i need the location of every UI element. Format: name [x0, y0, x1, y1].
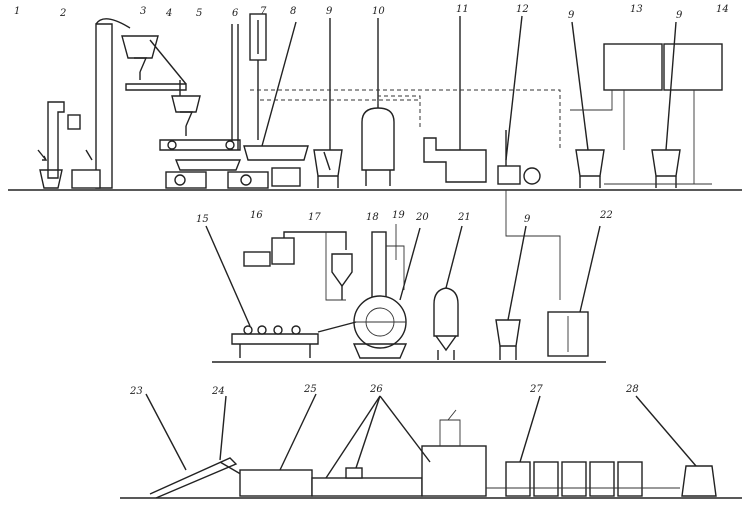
label-23: 23 — [129, 386, 143, 397]
label-12: 12 — [516, 4, 529, 15]
equipment-9b-kettle — [571, 21, 605, 188]
row-2-piping — [325, 232, 346, 301]
label-20: 20 — [415, 212, 429, 223]
label-1: 1 — [14, 6, 20, 17]
label-22: 22 — [599, 210, 613, 221]
equipment-23-inclined-conveyor — [145, 393, 238, 499]
equipment-25-washer — [239, 393, 317, 497]
row-1-equipment — [8, 13, 742, 300]
equipment-28-end-unit — [635, 395, 717, 497]
equipment-9c-kettle — [651, 21, 681, 188]
label-14: 14 — [716, 4, 729, 15]
equipment-15-sorting-table — [205, 225, 319, 358]
label-10: 10 — [372, 6, 385, 17]
equipment-20-rotary-drum — [352, 227, 421, 359]
equipment-24-loader — [219, 395, 245, 477]
label-11: 11 — [456, 4, 469, 15]
label-6: 6 — [232, 8, 239, 19]
label-21: 21 — [457, 212, 471, 223]
label-9d: 9 — [524, 214, 531, 225]
callout-labels: 1 2 3 4 5 6 7 8 9 10 11 12 9 13 9 14 15 … — [14, 4, 729, 397]
label-24: 24 — [211, 386, 225, 397]
label-3: 3 — [140, 6, 146, 17]
label-9b: 9 — [568, 10, 575, 21]
equipment-1-intake — [37, 101, 65, 189]
label-8: 8 — [290, 6, 296, 17]
label-25: 25 — [303, 384, 317, 395]
equipment-5-dispenser — [171, 80, 201, 136]
equipment-21-tank — [433, 225, 463, 360]
equipment-9a-kettle — [313, 18, 343, 188]
equipment-2-elevator — [67, 18, 131, 189]
label-2: 2 — [59, 8, 66, 19]
equipment-6-feeder — [159, 24, 269, 189]
label-13: 13 — [630, 4, 643, 15]
equipment-16-drive — [243, 231, 347, 267]
label-18: 18 — [366, 212, 379, 223]
row-3-equipment — [120, 393, 742, 499]
equipment-8-mixer — [243, 21, 309, 187]
equipment-17-cyclone — [331, 253, 353, 300]
label-5: 5 — [196, 8, 202, 19]
equipment-7-control-box — [249, 13, 267, 140]
equipment-26-line — [311, 395, 487, 497]
equipment-10-tank — [361, 18, 421, 186]
label-27: 27 — [529, 384, 543, 395]
label-9a: 9 — [326, 6, 333, 17]
row-2-equipment — [205, 224, 606, 363]
equipment-3-hopper — [121, 35, 159, 80]
label-26: 26 — [369, 384, 383, 395]
equipment-9d-kettle — [495, 225, 527, 360]
equipment-22-cabinet — [547, 225, 601, 357]
label-4: 4 — [165, 8, 172, 19]
row-2-belt — [317, 321, 357, 333]
equipment-18-column — [371, 231, 405, 299]
equipment-14-overhead-tank — [663, 43, 723, 91]
equipment-4-screw-conveyor — [125, 39, 187, 91]
label-17: 17 — [308, 212, 321, 223]
label-9c: 9 — [676, 10, 683, 21]
equipment-12-pump — [497, 15, 541, 185]
label-15: 15 — [196, 214, 209, 225]
row-1-piping — [250, 89, 712, 300]
equipment-13-overhead-tank — [603, 43, 663, 91]
label-7: 7 — [260, 6, 267, 17]
label-19: 19 — [392, 210, 405, 221]
equipment-27-sterilizers — [486, 395, 680, 497]
equipment-11-bath — [423, 16, 487, 183]
label-28: 28 — [625, 384, 639, 395]
label-16: 16 — [250, 210, 263, 221]
